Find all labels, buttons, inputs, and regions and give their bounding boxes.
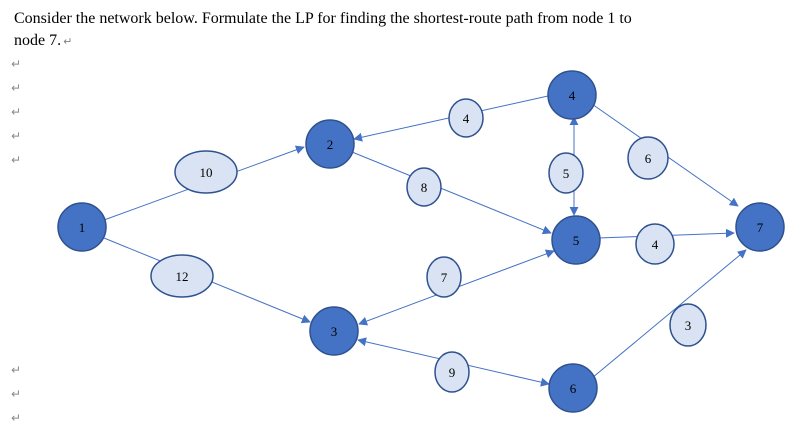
weight-label-4-2: 4 (448, 98, 484, 138)
paragraph-mark-icon: ↵ (11, 153, 22, 167)
weight-text: 7 (441, 270, 448, 285)
node-label: 4 (569, 88, 576, 103)
node-5: 5 (551, 215, 601, 265)
weight-label-1-3: 12 (150, 254, 214, 298)
node-1: 1 (57, 202, 107, 252)
paragraph-mark-icon: ↵ (11, 129, 22, 143)
weight-label-2-5: 8 (406, 167, 442, 207)
edge-2-5 (351, 151, 552, 235)
paragraph-marks-bottom: ↵ ↵ ↵ (11, 358, 21, 430)
weight-label-4-7: 6 (627, 136, 669, 180)
paragraph-mark-icon: ↵ (11, 105, 22, 119)
weight-label-5-7: 4 (635, 223, 675, 265)
node-label: 1 (79, 220, 86, 235)
node-label: 3 (331, 324, 338, 339)
weight-text: 5 (563, 166, 570, 181)
weight-label-6-7: 3 (669, 303, 707, 347)
node-4: 4 (547, 70, 597, 120)
node-label: 7 (757, 220, 764, 235)
weight-text: 10 (200, 165, 213, 180)
node-label: 6 (570, 381, 577, 396)
edge-6-7 (591, 249, 747, 379)
weight-label-5-3: 7 (426, 256, 462, 298)
paragraph-mark-icon: ↵ (11, 387, 22, 401)
weight-text: 6 (645, 151, 652, 166)
node-label: 2 (327, 137, 334, 152)
paragraph-mark-icon: ↵ (11, 81, 22, 95)
node-label: 5 (573, 233, 580, 248)
weight-text: 9 (449, 365, 456, 380)
paragraph-mark-icon: ↵ (63, 35, 73, 48)
node-2: 2 (305, 119, 355, 169)
weight-text: 4 (652, 237, 659, 252)
node-6: 6 (548, 363, 598, 413)
weight-text: 12 (176, 269, 189, 284)
paragraph-mark-icon: ↵ (11, 57, 22, 71)
paragraph-mark-icon: ↵ (11, 363, 22, 377)
node-3: 3 (309, 306, 359, 356)
question-line-2: node 7. (14, 32, 62, 49)
weight-label-5-4: 5 (548, 152, 584, 194)
question-text: Consider the network below. Formulate th… (14, 8, 774, 53)
weight-label-1-2: 10 (174, 150, 238, 194)
node-7: 7 (735, 202, 785, 252)
paragraph-marks-top: ↵ ↵ ↵ ↵ ↵ (11, 52, 21, 172)
weight-text: 3 (685, 318, 692, 333)
paragraph-mark-icon: ↵ (11, 411, 22, 425)
weight-text: 4 (463, 111, 470, 126)
question-line-1: Consider the network below. Formulate th… (14, 10, 632, 27)
weight-text: 8 (421, 180, 428, 195)
weight-label-3-6: 9 (434, 351, 470, 393)
